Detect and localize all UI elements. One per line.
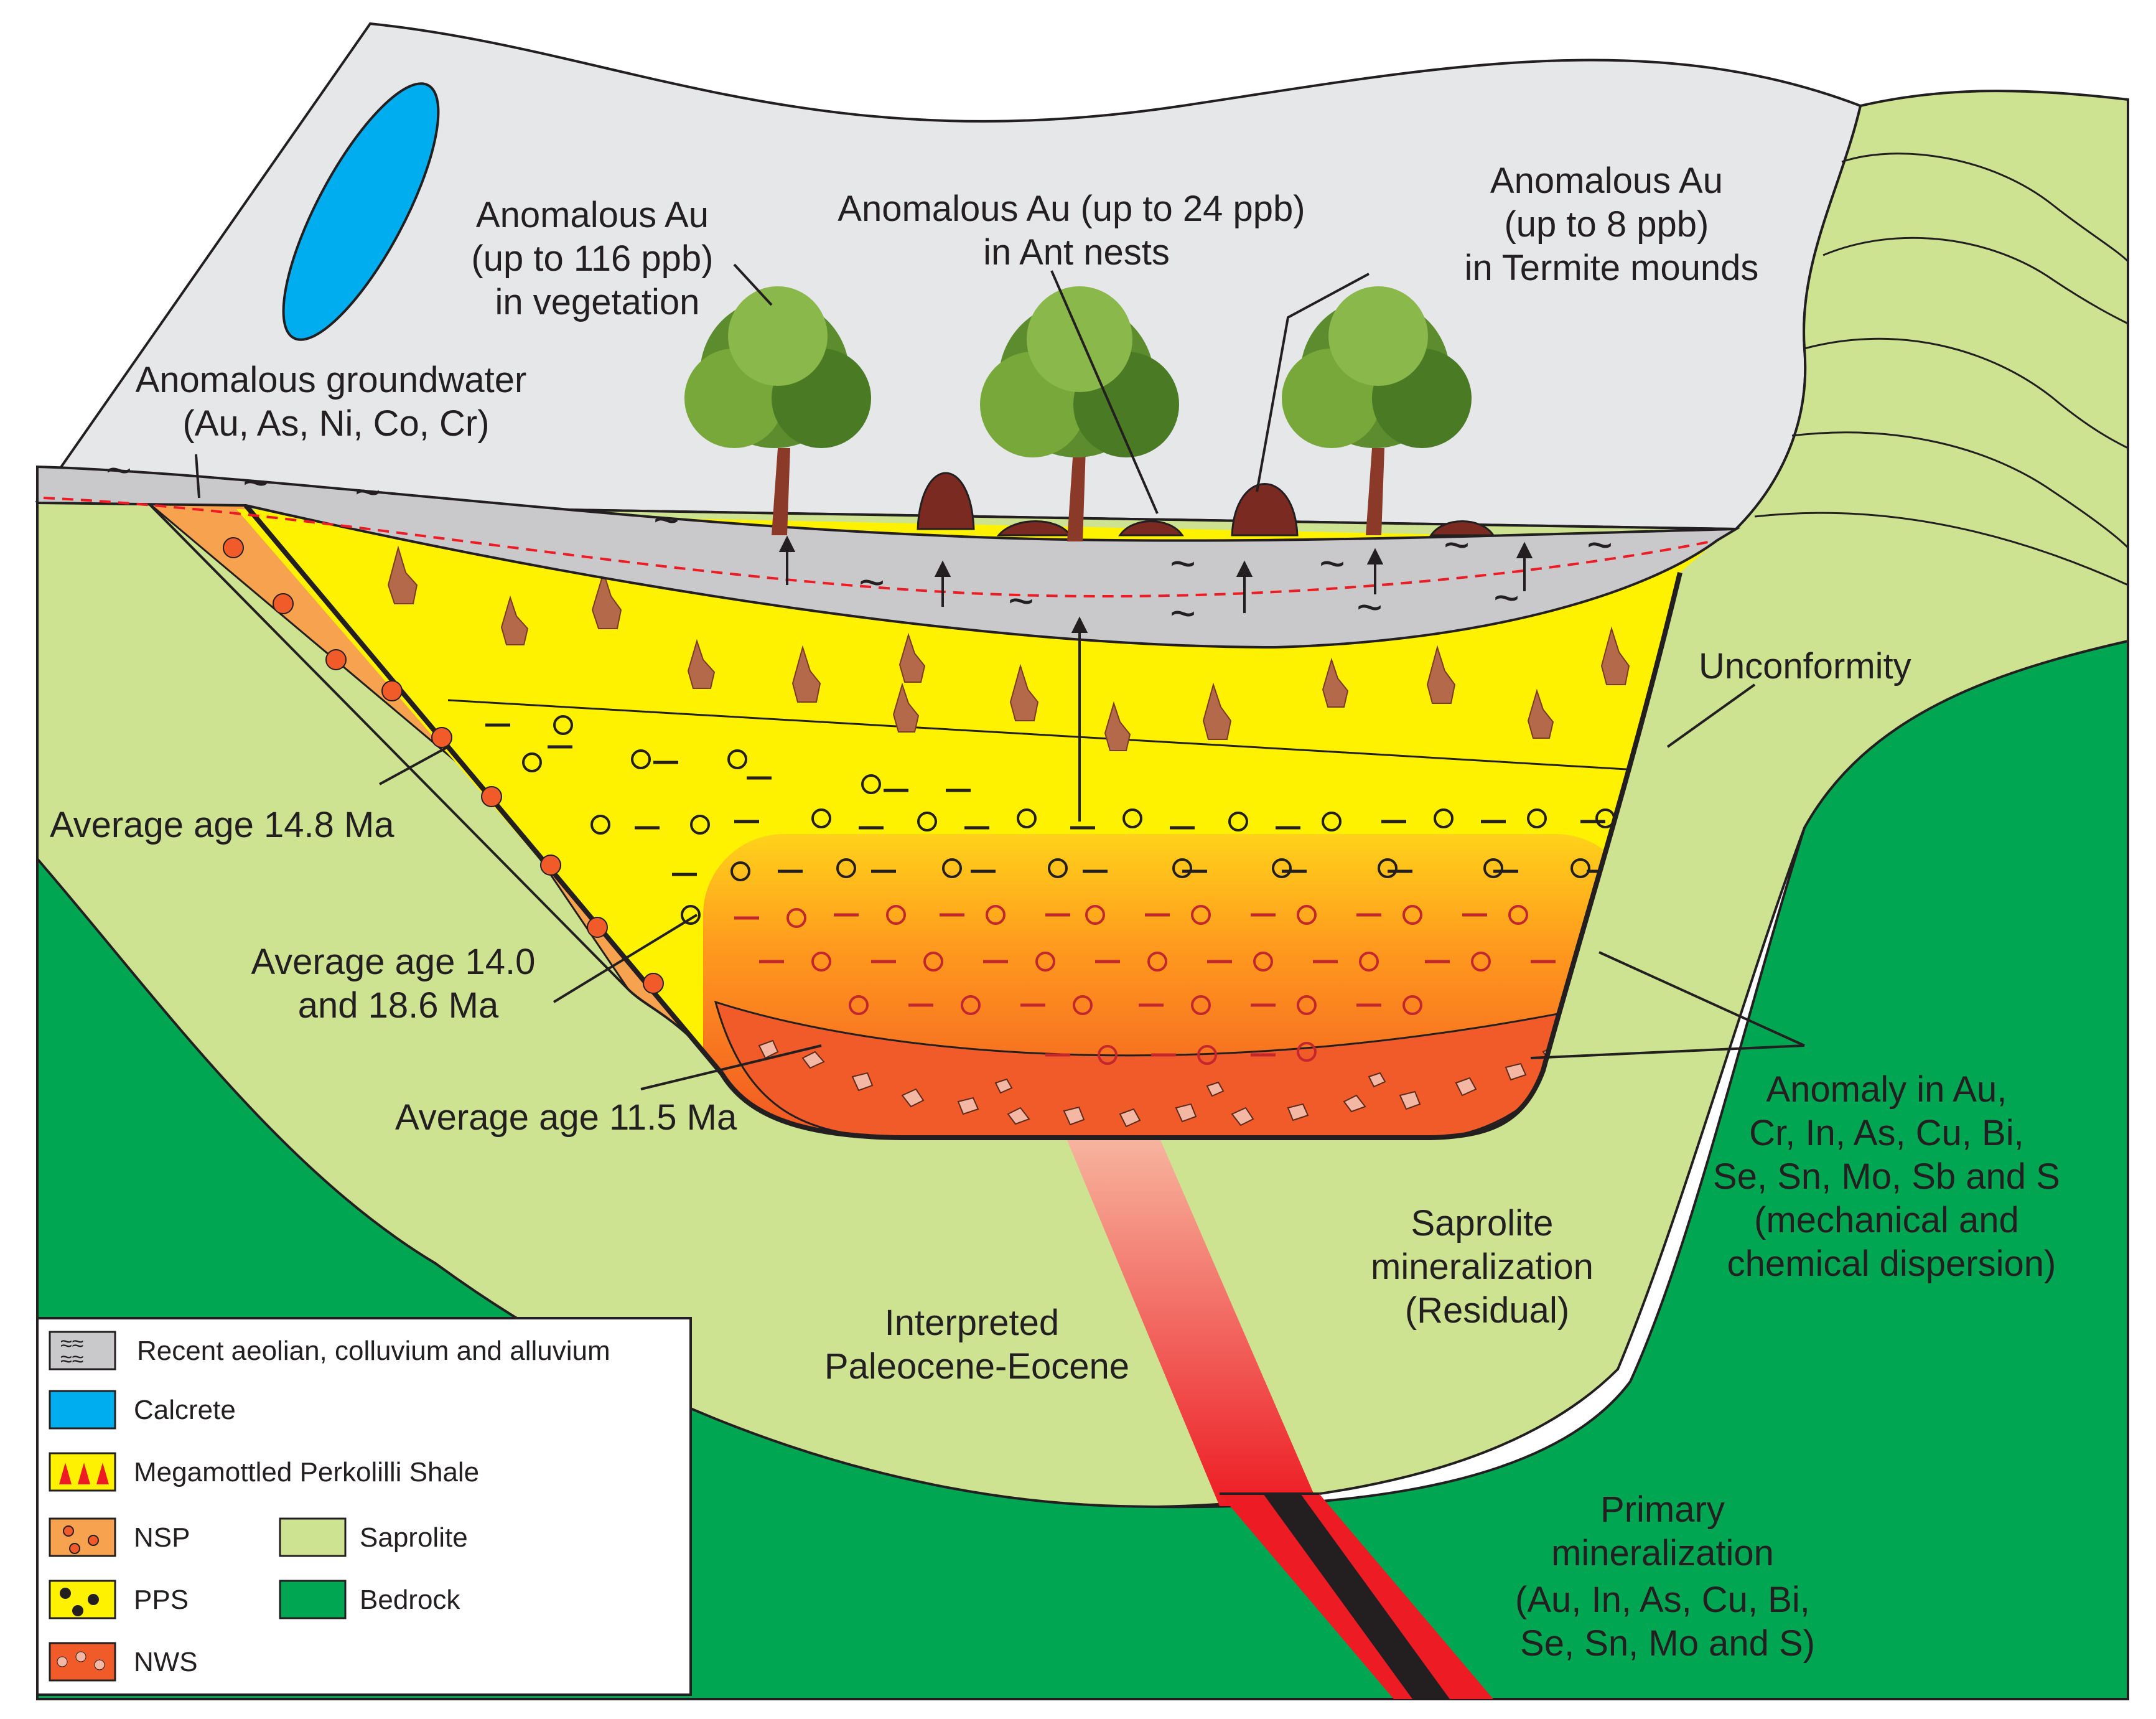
svg-text:~: ~ [1319,539,1345,589]
legend-item-aeolian: ≈≈≈≈ Recent aeolian, colluvium and alluv… [49,1331,610,1371]
label-primary-mineralization: Primary mineralization (Au, In, As, Cu, … [1515,1489,1820,1664]
svg-text:~: ~ [1356,583,1383,632]
tree-2 [980,286,1179,541]
svg-text:~: ~ [859,558,885,607]
svg-text:~: ~ [653,495,679,545]
label-ant-nests: Anomalous Au (up to 24 ppb) in Ant nests [838,189,1315,273]
svg-text:Saprolite: Saprolite [360,1522,468,1553]
label-saprolite-mineralization: Saprolite mineralization (Residual) [1371,1203,1603,1331]
svg-text:NSP: NSP [134,1522,190,1553]
svg-text:≈≈: ≈≈ [60,1347,83,1371]
svg-text:≈≈: ≈≈ [60,1332,83,1356]
tree-1 [684,286,871,535]
pps-pattern [485,723,1612,876]
tree-3 [1282,286,1472,535]
leader-lines [195,263,1805,1090]
legend-item-nws: NWS [49,1642,198,1682]
svg-text:PPS: PPS [134,1585,189,1615]
svg-text:~: ~ [1170,589,1196,639]
svg-text:~: ~ [1170,539,1196,589]
svg-text:~: ~ [1008,576,1034,626]
label-unconformity: Unconformity [1699,646,1911,686]
pps-upper-boundary [447,699,1668,773]
legend-item-pps: PPS [49,1580,189,1619]
label-age-14-0: Average age 14.0 and 18.6 Ma [251,942,546,1026]
groundwater-line [43,497,1712,598]
legend-item-nsp: NSP [49,1517,190,1557]
orebody-dashes [734,913,1556,1057]
legend-item-bedrock: Bedrock [279,1580,460,1619]
shale-mottles [387,545,1630,751]
nsp-base-outline [145,500,723,1075]
svg-text:Megamottled Perkolilli Shale: Megamottled Perkolilli Shale [134,1457,479,1487]
svg-text:~: ~ [1493,573,1519,623]
svg-text:~: ~ [243,458,269,508]
legend-item-calcrete: Calcrete [49,1390,236,1430]
svg-text:Bedrock: Bedrock [360,1585,460,1615]
channel-base-outline [243,504,1682,1140]
legend: ≈≈≈≈ Recent aeolian, colluvium and alluv… [36,1317,692,1696]
svg-text:~: ~ [355,467,381,517]
legend-item-shale: Megamottled Perkolilli Shale [49,1452,479,1492]
label-age-14-8: Average age 14.8 Ma [50,805,394,845]
orebody-pebbles [786,905,1528,1065]
mineralization-plume [1064,1133,1319,1506]
label-groundwater: Anomalous groundwater (Au, As, Ni, Co, C… [136,360,537,444]
svg-text:~: ~ [106,446,132,495]
svg-text:Calcrete: Calcrete [134,1395,236,1425]
nws-clasts [758,1039,1564,1128]
label-age-11-5: Average age 11.5 Ma [395,1097,737,1138]
legend-item-saprolite: Saprolite [279,1517,468,1557]
recent-sediment-cover [36,465,1741,649]
svg-text:Recent aeolian, colluvium and: Recent aeolian, colluvium and alluvium [137,1336,610,1366]
termite-mounds [917,472,1495,536]
nsp-clasts [223,537,664,994]
label-vegetation: Anomalous Au (up to 116 ppb) in vegetati… [471,195,723,322]
label-anomaly: Anomaly in Au, Cr, In, As, Cu, Bi, Se, S… [1713,1069,2070,1284]
pps-pebbles [522,715,1615,925]
label-termite-mounds: Anomalous Au (up to 8 ppb) in Termite mo… [1465,161,1759,288]
svg-text:NWS: NWS [134,1647,198,1677]
hill-contours [1754,152,2129,586]
label-paleocene-eocene: Interpreted Paleocene-Eocene [824,1303,1129,1387]
dyke-core [1263,1494,1450,1699]
uptake-arrows [778,535,1533,822]
svg-text:~: ~ [1587,520,1613,570]
calcrete-lens [282,82,440,341]
